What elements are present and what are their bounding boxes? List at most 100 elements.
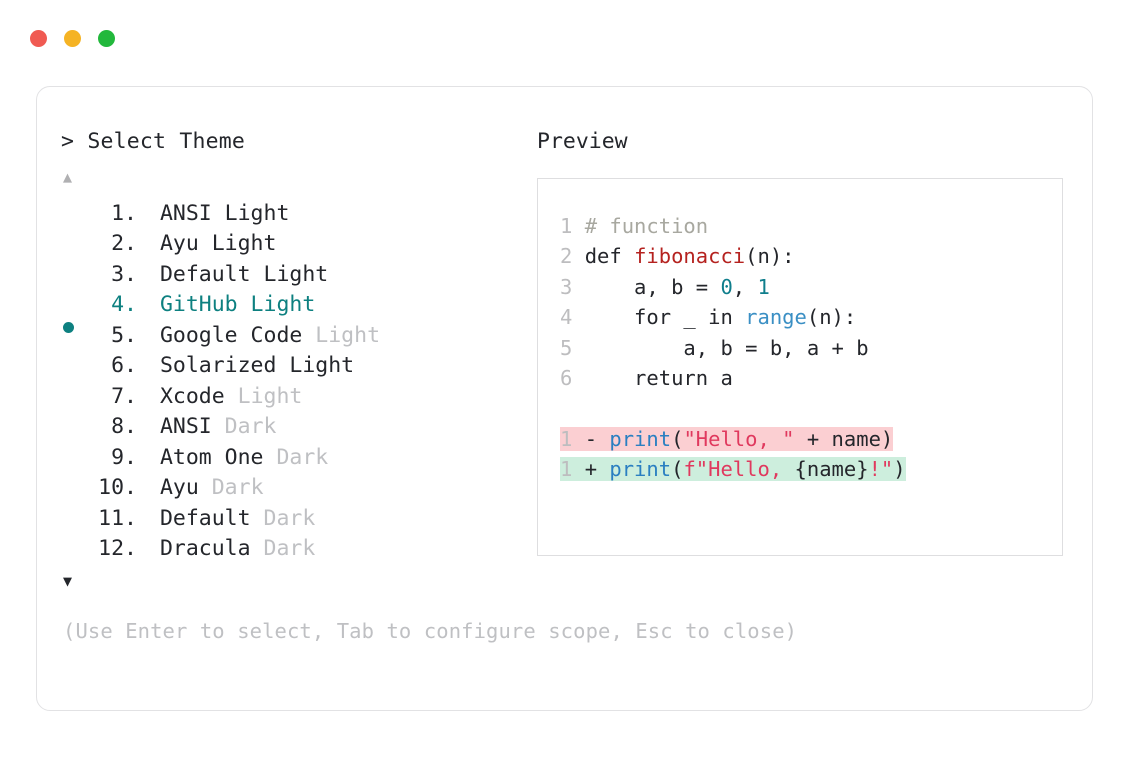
code-token: 0 — [720, 274, 733, 299]
code-token: print — [609, 457, 672, 481]
theme-list-item[interactable]: 4. GitHub Light — [61, 290, 531, 333]
code-line: 5 a, b = b, a + b — [560, 333, 1062, 364]
theme-item-number: 5. — [111, 322, 137, 348]
theme-item-spacer — [137, 229, 160, 260]
theme-item-number: 3. — [111, 261, 137, 287]
prompt-line: > Select Theme — [61, 131, 531, 153]
code-token: a, b = b, a + b — [584, 335, 869, 360]
theme-list-item[interactable]: 2. Ayu Light — [61, 229, 531, 260]
theme-list-item[interactable]: 10. Ayu Dark — [61, 473, 531, 504]
prompt-caret-icon: > — [61, 129, 75, 154]
theme-item-name: Solarized Light — [159, 353, 355, 378]
close-button-dot[interactable] — [30, 30, 47, 47]
theme-item-number: 9. — [111, 444, 137, 470]
diff-sign: + — [584, 457, 610, 481]
code-token: def — [584, 244, 635, 268]
code-token: {name} — [794, 457, 869, 481]
line-number: 1 — [560, 426, 585, 451]
line-number: 2 — [560, 244, 585, 268]
theme-list-item[interactable]: 5. Google Code Light — [61, 321, 531, 352]
code-token: !" — [868, 457, 894, 481]
prompt-label: Select Theme — [87, 129, 246, 154]
theme-item-name: Ayu — [159, 475, 199, 500]
theme-item-number: 1. — [111, 200, 137, 226]
theme-item-variant: Dark — [250, 536, 316, 561]
selected-dot-icon — [63, 322, 74, 333]
code-line: 3 a, b = 0, 1 — [560, 272, 1062, 303]
code-token: print — [609, 426, 672, 451]
code-token: "Hello, " — [683, 426, 795, 451]
scroll-down-icon[interactable]: ▼ — [63, 571, 73, 590]
diff-highlight: 1 + print(f"Hello, {name}!") — [560, 457, 906, 481]
code-token: f"Hello, — [683, 457, 795, 481]
minimize-button-dot[interactable] — [64, 30, 81, 47]
theme-item-spacer — [137, 290, 160, 321]
theme-list-item[interactable]: 12. Dracula Dark — [61, 534, 531, 565]
code-token: (n): — [745, 244, 795, 268]
theme-item-name: Default — [159, 505, 251, 531]
theme-list-item[interactable]: 6. Solarized Light — [61, 351, 531, 382]
code-token: ( — [671, 426, 684, 451]
theme-item-name: Ayu Light — [159, 231, 277, 256]
code-token: ) — [893, 457, 906, 481]
line-number: 4 — [560, 305, 585, 329]
theme-item-variant: Dark — [211, 414, 277, 439]
theme-item-spacer — [137, 351, 160, 382]
window-controls — [30, 30, 115, 47]
code-line: 6 return a — [560, 363, 1062, 394]
theme-item-number: 11. — [98, 505, 137, 531]
line-number: 6 — [560, 366, 585, 390]
theme-item-variant: Dark — [250, 505, 316, 531]
theme-item-spacer — [137, 504, 160, 535]
theme-item-name: GitHub Light — [159, 292, 316, 317]
code-token: ( — [671, 457, 684, 481]
theme-list-item[interactable]: 1. ANSI Light — [61, 199, 531, 230]
theme-item-number: 2. — [111, 231, 137, 256]
theme-item-name: Atom One — [159, 444, 264, 470]
theme-list-item[interactable]: 3. Default Light — [61, 260, 531, 291]
theme-item-spacer — [137, 443, 160, 474]
scroll-up-icon[interactable]: ▲ — [63, 167, 73, 186]
theme-item-spacer — [137, 260, 160, 291]
theme-item-spacer — [137, 412, 160, 443]
theme-item-number: 4. — [111, 292, 137, 317]
code-line: 2 def fibonacci(n): — [560, 241, 1062, 272]
code-token: , — [732, 274, 758, 299]
code-token: return a — [584, 366, 733, 390]
theme-item-variant: Light — [224, 383, 303, 409]
theme-item-name: Xcode — [159, 383, 225, 409]
theme-list-item[interactable]: 11. Default Dark — [61, 504, 531, 535]
theme-item-spacer — [137, 199, 160, 230]
maximize-button-dot[interactable] — [98, 30, 115, 47]
theme-item-spacer — [137, 382, 160, 413]
line-number: 5 — [560, 335, 585, 360]
theme-item-name: ANSI — [159, 414, 212, 439]
theme-item-spacer — [137, 321, 160, 352]
theme-item-name: Google Code — [159, 322, 303, 348]
diff-line-add: 1 + print(f"Hello, {name}!") — [560, 454, 1062, 485]
theme-list-item[interactable]: 7. Xcode Light — [61, 382, 531, 413]
theme-item-number: 10. — [98, 475, 137, 500]
keyboard-hint: (Use Enter to select, Tab to configure s… — [63, 619, 798, 643]
code-token: range — [745, 305, 807, 329]
theme-item-name: Default Light — [159, 261, 329, 287]
theme-item-number: 8. — [111, 414, 137, 439]
theme-list-item[interactable]: 8. ANSI Dark — [61, 412, 531, 443]
code-token: a, b = — [584, 274, 721, 299]
theme-item-number: 7. — [111, 383, 137, 409]
theme-item-variant: Dark — [198, 475, 264, 500]
code-line: 1 # function — [560, 211, 1062, 242]
page-title — [74, 129, 87, 154]
theme-item-variant: Dark — [263, 444, 329, 470]
theme-list-item[interactable]: 9. Atom One Dark — [61, 443, 531, 474]
preview-title: Preview — [537, 129, 628, 154]
diff-line-del: 1 - print("Hello, " + name) — [560, 424, 1062, 455]
diff-sample: 1 - print("Hello, " + name)1 + print(f"H… — [538, 424, 1062, 485]
line-number: 1 — [560, 457, 585, 481]
code-token: (n): — [806, 305, 857, 329]
